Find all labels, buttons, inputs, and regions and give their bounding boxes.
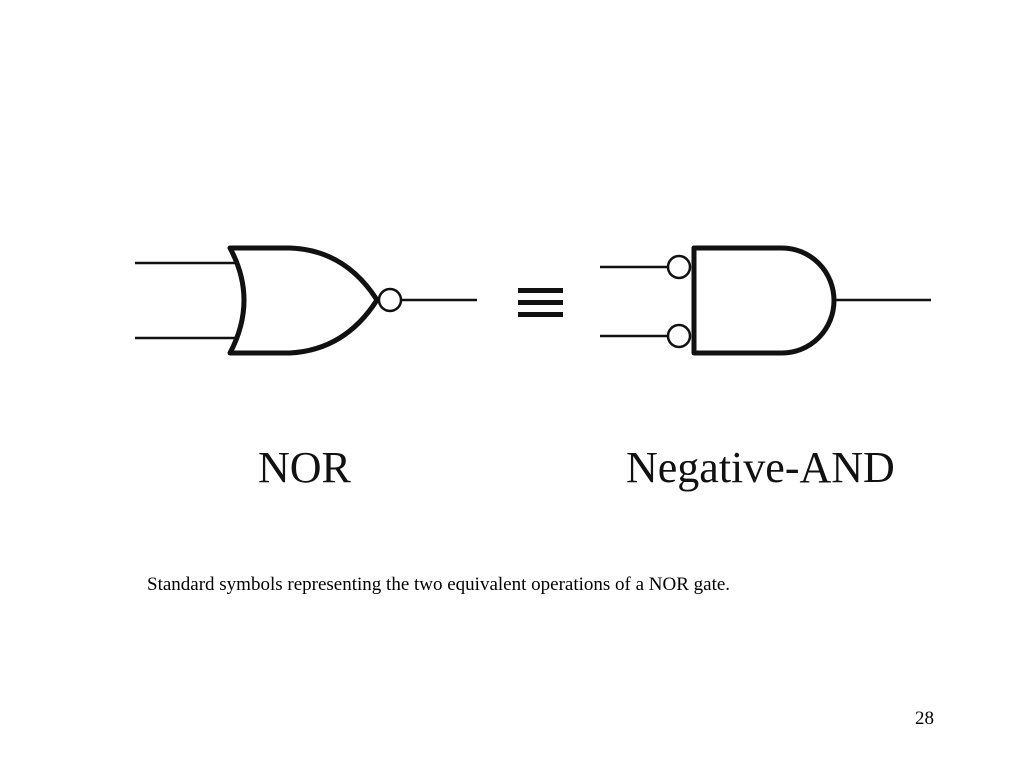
equivalence-symbol (518, 288, 563, 317)
negative-and-label: Negative-AND (626, 443, 895, 492)
nor-label: NOR (258, 443, 351, 492)
figure-caption: Standard symbols representing the two eq… (147, 574, 731, 595)
nand-input-a-bubble (666, 254, 692, 280)
negative-and-gate-symbol (600, 245, 931, 356)
nor-or-body (227, 245, 380, 356)
equivalence-bar-bottom (518, 312, 563, 317)
nor-gate-symbol (135, 245, 477, 356)
nand-input-b-bubble (666, 323, 692, 349)
equivalence-bar-top (518, 288, 563, 293)
nand-and-body (691, 245, 837, 356)
equivalence-bar-middle (518, 300, 563, 305)
nor-inversion-bubble (377, 287, 403, 313)
page-number: 28 (915, 708, 934, 729)
